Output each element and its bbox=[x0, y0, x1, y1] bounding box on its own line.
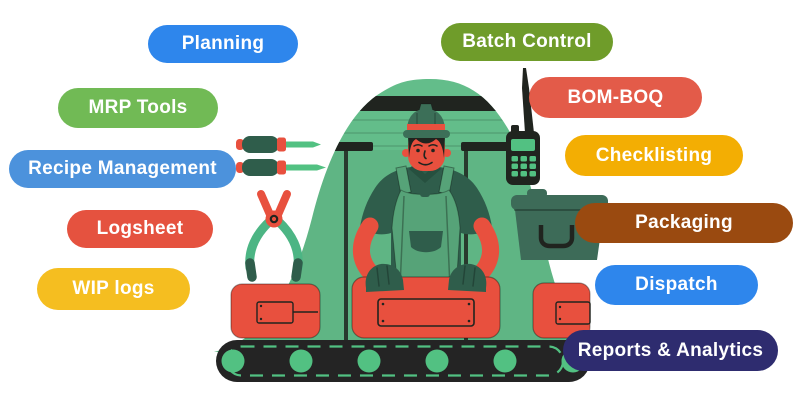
pill-text: Logsheet bbox=[96, 218, 184, 239]
apron-pocket bbox=[409, 231, 443, 253]
worker-apron bbox=[391, 165, 461, 291]
walkie-talkie-icon bbox=[506, 68, 540, 185]
worker-hair bbox=[408, 136, 445, 158]
right-post bbox=[464, 150, 468, 342]
pliers-icon bbox=[245, 190, 303, 282]
label-pill-wip-logs: WIP logs bbox=[37, 268, 190, 310]
worker-right-arm bbox=[473, 217, 500, 281]
left-box bbox=[230, 283, 321, 339]
pill-text: Recipe Management bbox=[28, 158, 217, 179]
label-pill-bom-boq: BOM-BOQ bbox=[529, 77, 702, 118]
pill-text: Planning bbox=[181, 33, 265, 54]
worker-face bbox=[408, 131, 445, 171]
apron-zip-tab bbox=[420, 183, 430, 197]
pill-text: Packaging bbox=[635, 212, 733, 233]
pill-text: BOM-BOQ bbox=[567, 86, 664, 108]
pill-text: Batch Control bbox=[462, 31, 592, 52]
worker-left-arm bbox=[352, 217, 379, 281]
worker bbox=[352, 103, 500, 291]
label-pill-dispatch: Dispatch bbox=[595, 265, 758, 305]
hard-hat-icon bbox=[403, 103, 450, 138]
worker-facial-features bbox=[413, 143, 438, 166]
center-box bbox=[351, 276, 501, 339]
pill-text: MRP Tools bbox=[88, 97, 188, 118]
label-pill-checklisting: Checklisting bbox=[565, 135, 743, 176]
label-pill-planning: Planning bbox=[148, 25, 298, 63]
label-pill-logsheet: Logsheet bbox=[67, 210, 213, 248]
pill-text: Checklisting bbox=[595, 144, 713, 166]
label-pill-batch-control: Batch Control bbox=[441, 23, 613, 61]
worker-gloves bbox=[365, 263, 487, 292]
pill-text: WIP logs bbox=[72, 278, 155, 299]
label-pill-packaging: Packaging bbox=[575, 203, 793, 243]
left-sill bbox=[313, 142, 373, 151]
label-pill-reports-analytics: Reports & Analytics bbox=[563, 330, 778, 371]
pill-text: Dispatch bbox=[635, 274, 718, 295]
worker-head bbox=[402, 131, 451, 171]
blob-dark-stripe bbox=[325, 96, 525, 111]
screwdriver-icon-top bbox=[236, 136, 321, 153]
pill-text: Reports & Analytics bbox=[577, 339, 764, 361]
right-box bbox=[532, 282, 591, 339]
label-pill-recipe-management: Recipe Management bbox=[9, 150, 236, 188]
left-post bbox=[344, 150, 348, 342]
label-pill-mrp-tools: MRP Tools bbox=[58, 88, 218, 128]
red-boxes bbox=[230, 276, 591, 339]
conveyor-belt bbox=[216, 340, 590, 382]
screwdriver-icon-bottom bbox=[236, 159, 326, 176]
